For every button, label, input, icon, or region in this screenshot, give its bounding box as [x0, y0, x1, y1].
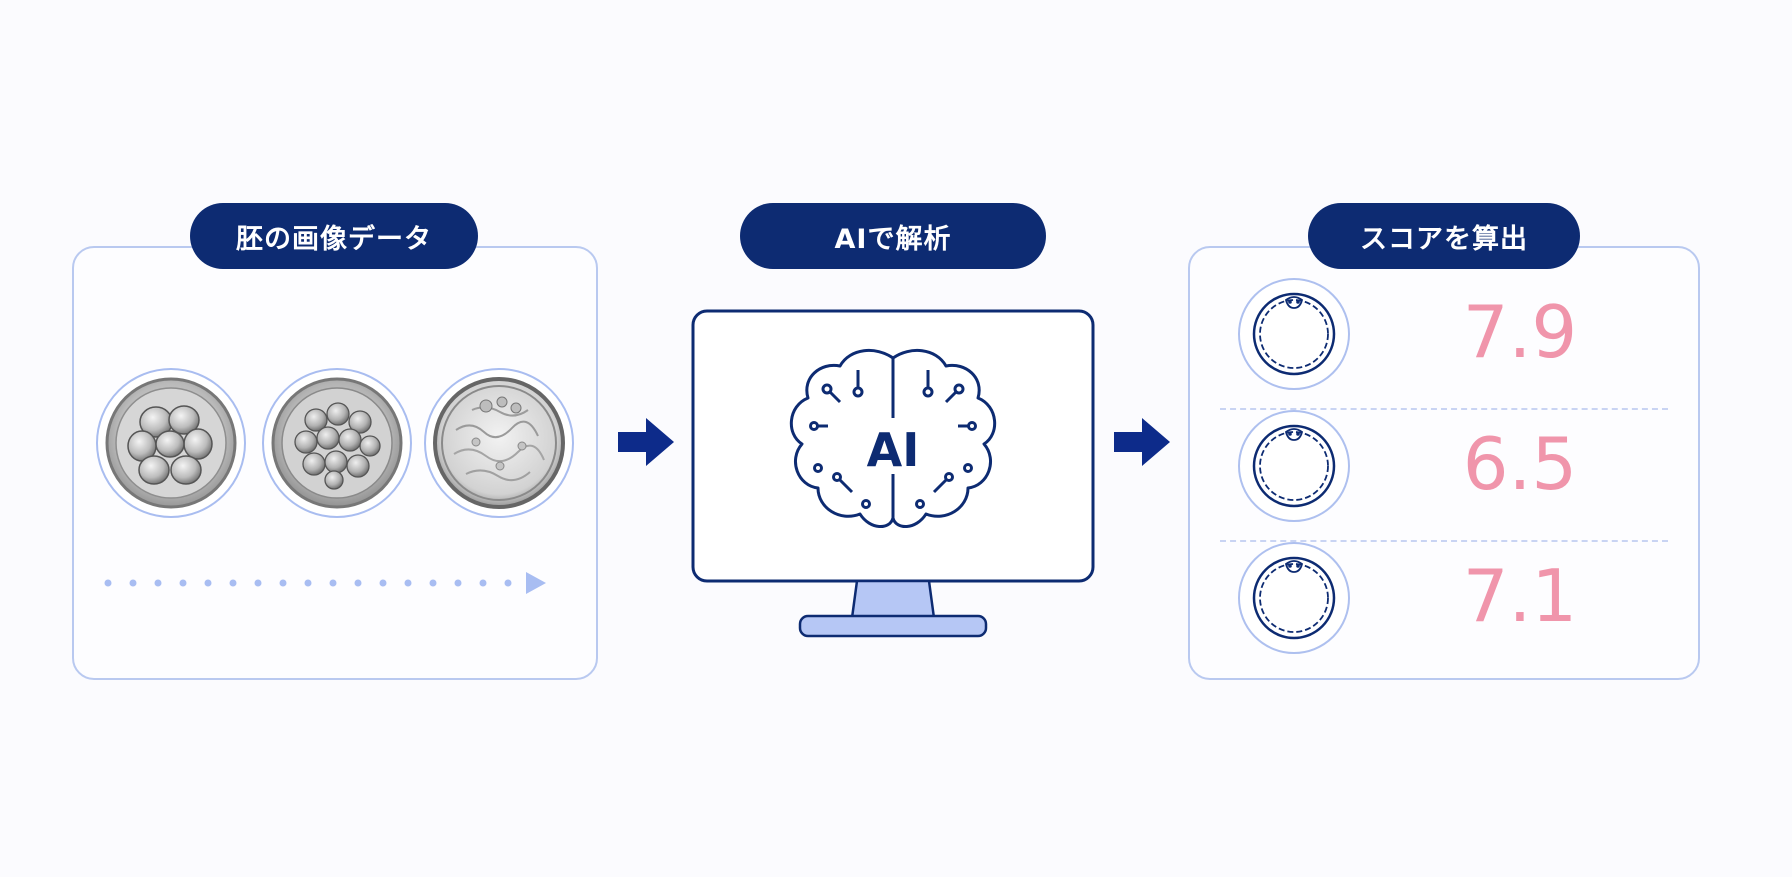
brain-icon: [789, 348, 997, 528]
flow-arrow-2-icon: [1114, 418, 1170, 466]
score-row-2: 6.5: [1190, 400, 1698, 526]
scored-embryo-3: [1238, 542, 1350, 654]
embryo-image-blastocyst: [424, 368, 574, 518]
score-value-3: 7.1: [1462, 554, 1578, 638]
timeline-arrowhead-icon: [526, 572, 546, 594]
score-value-2: 6.5: [1462, 422, 1578, 506]
flow-arrow-1-icon: [618, 418, 674, 466]
scored-embryo-2: [1238, 410, 1350, 522]
scores-panel: 7.9 6.5: [1188, 246, 1700, 680]
timeline-dotted-arrow: [104, 572, 546, 594]
embryo-blastocyst-icon: [433, 377, 565, 509]
embryo-outline-icon: [1252, 292, 1336, 376]
score-value-1: 7.9: [1462, 290, 1578, 374]
step1-label: 胚の画像データ: [190, 203, 478, 269]
monitor-icon: AI: [691, 309, 1095, 638]
embryo-images-panel: [72, 246, 598, 680]
score-row-1: 7.9: [1190, 268, 1698, 394]
timeline-dots: [104, 579, 512, 587]
embryo-cleavage-icon: [105, 377, 237, 509]
embryo-outline-icon: [1252, 424, 1336, 508]
score-divider-1: [1220, 408, 1668, 410]
scored-embryo-1: [1238, 278, 1350, 390]
score-row-3: 7.1: [1190, 532, 1698, 658]
embryo-image-morula: [262, 368, 412, 518]
embryo-image-cleavage: [96, 368, 246, 518]
step3-label: スコアを算出: [1308, 203, 1580, 269]
embryo-morula-icon: [271, 377, 403, 509]
embryo-outline-icon: [1252, 556, 1336, 640]
step2-label: AIで解析: [740, 203, 1046, 269]
score-divider-2: [1220, 540, 1668, 542]
monitor-ai-text: AI: [867, 423, 920, 477]
